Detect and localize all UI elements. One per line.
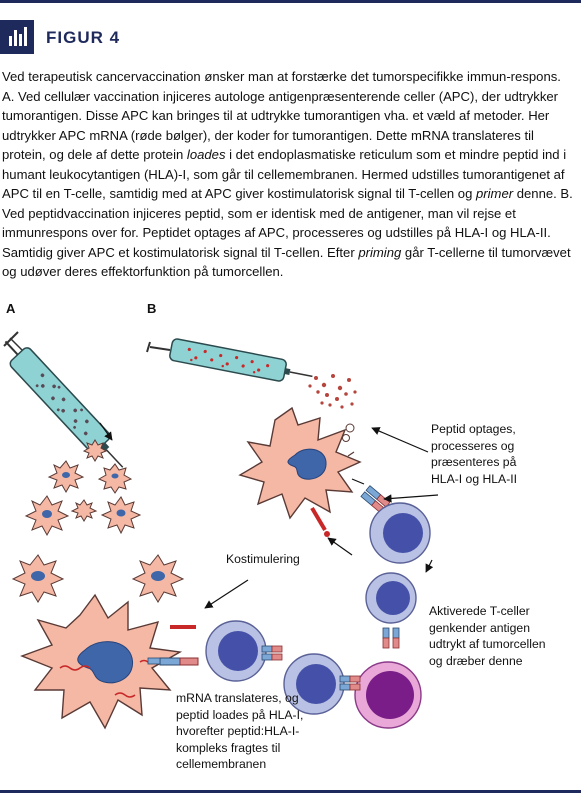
t-cells [205, 502, 431, 715]
activated-label-line-1: Aktiverede T-celler [429, 604, 530, 618]
activated-label-line-4: og dræber denne [429, 653, 523, 668]
bar-chart-icon [0, 20, 34, 54]
t-cell-activated-1 [365, 572, 417, 624]
peptide-processing-label: Peptid optages, processeres og præsenter… [431, 421, 579, 487]
mrna-label-line-2: peptid loades på HLA-I, [176, 707, 304, 722]
activated-label-line-3: udtrykt af tumorcellen [429, 637, 546, 651]
activated-label-line-2: genkender antigen [429, 620, 530, 635]
caption-emphasis-2: primer [476, 186, 514, 201]
figure-title: FIGUR 4 [46, 28, 121, 47]
syringe-b [146, 338, 313, 382]
caption-part-3: denne. B. Ved peptidvaccination injicere… [2, 186, 573, 260]
hla-complexes [147, 627, 400, 691]
figure-header: FIGUR 4 [0, 20, 581, 54]
caption-emphasis-3: priming [358, 244, 402, 260]
caption-part-1: Ved terapeutisk cancervaccination ønsker… [2, 69, 561, 162]
peptide-label-line-4: HLA-I og HLA-II [431, 471, 518, 486]
costim-signal-b [310, 506, 327, 532]
peptide-label-line-3: præsenteres på [431, 455, 517, 469]
top-rule [0, 0, 581, 3]
apc-cell-a [20, 593, 199, 730]
tumor-cell [354, 661, 422, 729]
panel-label-a: A [6, 301, 16, 316]
mrna-label-line-5: cellemembranen [176, 757, 267, 771]
mrna-label-line-1: mRNA translateres, og [176, 691, 299, 705]
mrna-translation-label: mRNA translateres, og peptid loades på H… [176, 690, 336, 773]
mrna-label-line-3: hvorefter peptid:HLA-I- [176, 724, 300, 738]
peptide-label-line-2: processeres og [431, 438, 515, 453]
mrna-label-line-4: kompleks fragtes til [176, 740, 281, 755]
arrows [99, 422, 439, 609]
bottom-rule [0, 790, 581, 793]
costimulation-label: Kostimulering [226, 552, 300, 566]
activated-tcells-label: Aktiverede T-celler genkender antigen ud… [429, 603, 579, 669]
peptide-label-line-1: Peptid optages, [431, 422, 516, 436]
t-cell-b [369, 502, 431, 564]
injected-apcs [11, 439, 185, 603]
panel-label-b: B [147, 301, 157, 316]
apc-cell-b [238, 406, 391, 520]
syringe-a [3, 331, 124, 468]
caption-emphasis-1: loades [186, 147, 226, 162]
caption-part-4: går T-cellerne til tumorvævet og udøver … [2, 244, 571, 280]
t-cell-a [205, 620, 267, 682]
caption-part-2: i det endoplasmatiske reticulum som et m… [2, 147, 567, 201]
vaccination-diagram [3, 331, 439, 730]
peptide-particles [308, 374, 357, 409]
figure-caption: Ved terapeutisk cancervaccination ønsker… [2, 67, 576, 282]
